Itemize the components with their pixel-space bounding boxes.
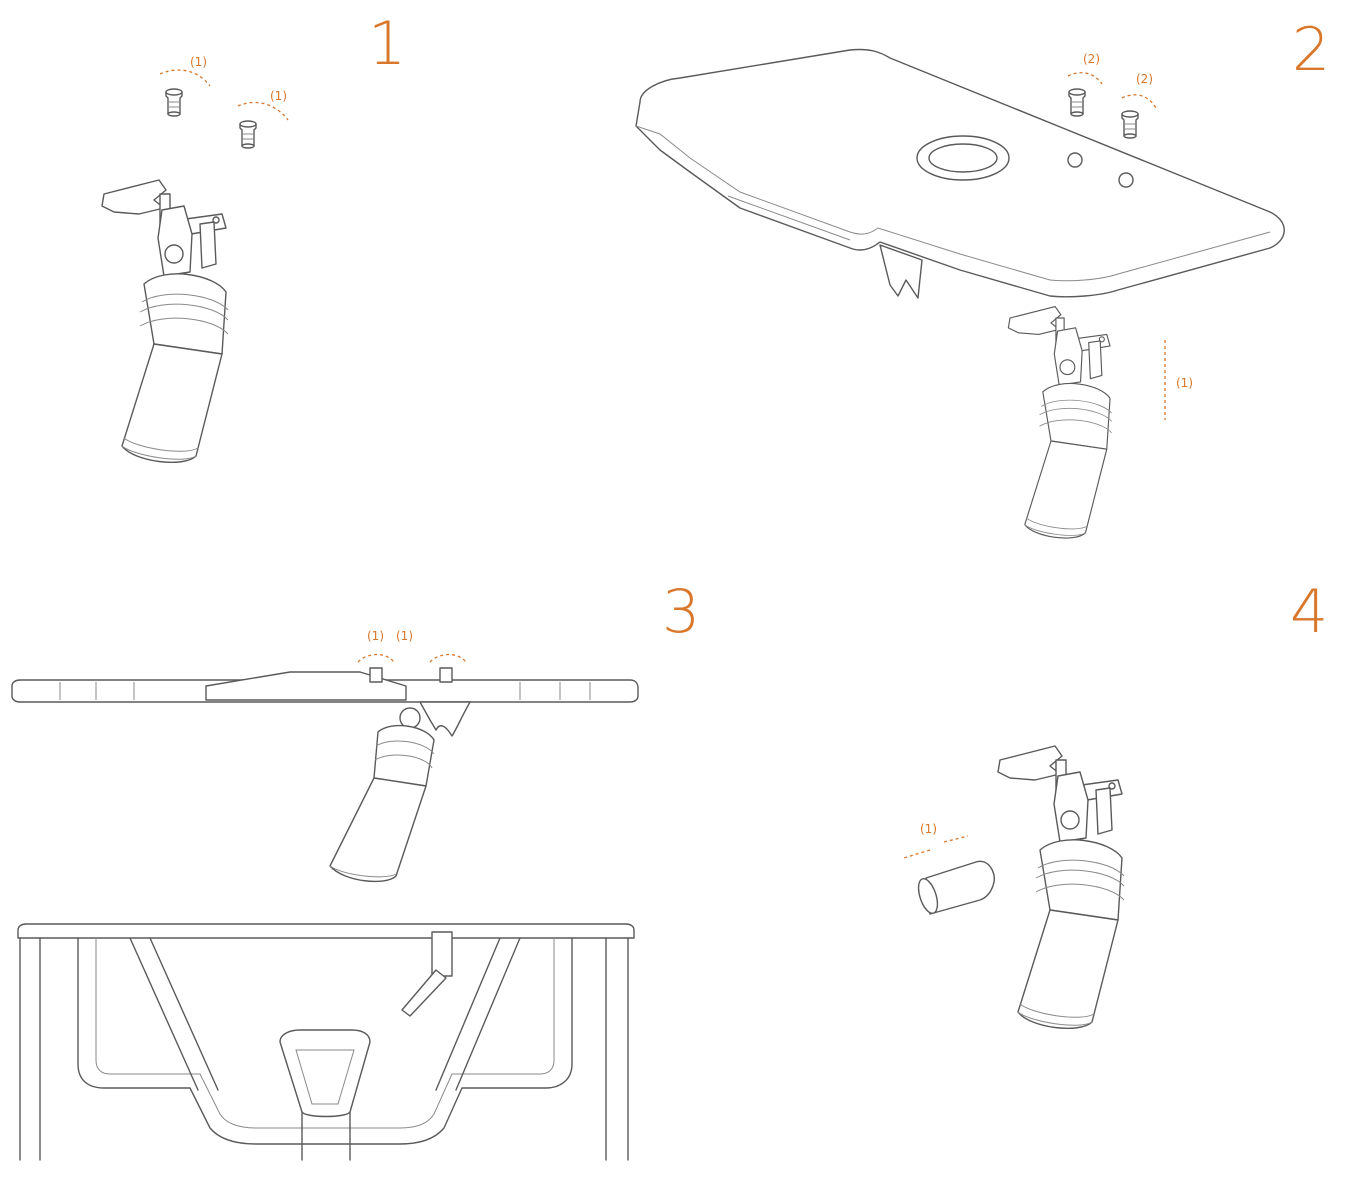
callout-label: (1) [190, 55, 207, 69]
rotate-arrow [1121, 94, 1157, 109]
callout-label: (2) [1083, 52, 1100, 66]
callout-label: (1) [367, 629, 384, 643]
pull-arrow [903, 849, 931, 859]
step-number-4: 4 [1290, 577, 1329, 647]
callout-label: (1) [920, 822, 937, 836]
callout-label: (1) [270, 89, 287, 103]
rotate-arrow [1067, 72, 1103, 85]
step-2-drawing [635, 48, 1285, 539]
step-4-drawing [903, 745, 1125, 1030]
rotate-arrow [357, 653, 395, 663]
callout-label: (2) [1136, 72, 1153, 86]
step-number-2: 2 [1292, 15, 1331, 85]
pull-arrow [943, 835, 969, 843]
step-3-drawing [11, 653, 639, 1161]
rotate-arrow [237, 101, 289, 121]
step-1-drawing [101, 69, 289, 464]
callout-label: (1) [396, 629, 413, 643]
step-number-1: 1 [368, 9, 407, 79]
step-number-3: 3 [662, 577, 701, 647]
rotate-arrow [159, 69, 211, 87]
callout-label: (1) [1176, 376, 1193, 390]
rotate-arrow [429, 653, 467, 663]
